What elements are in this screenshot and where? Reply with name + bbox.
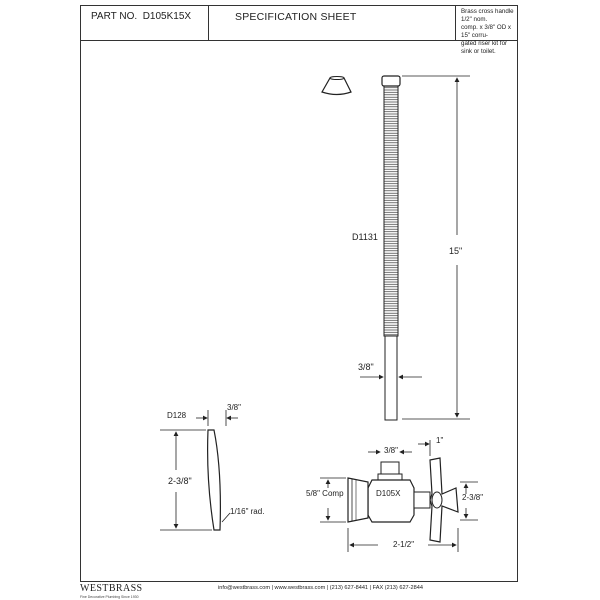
description-line: Brass cross handle 1/2" nom. [461,8,514,23]
flange-height-label: 2-3/8" [168,476,192,486]
riser-tube-drawing [381,75,401,421]
part-number-label: PART NO. [91,11,138,22]
riser-length-label: 15" [449,246,463,256]
flange-part-label: D128 [167,411,187,420]
part-number-value: D105K15X [142,11,192,22]
spec-sheet-header: PART NO. D105K15X SPECIFICATION SHEET Br… [80,5,518,55]
brand-tagline: Fine Decorative Plumbing Since 1930 [80,595,139,599]
valve-inlet-label: 5/8" Comp [306,489,344,498]
flange-depth-label: 3/8" [227,403,241,412]
valve-height-label: 2-3/8" [462,493,484,502]
description-line: comp. x 3/8" OD x 15" corru- [461,24,511,39]
flange-drawing [207,429,221,531]
angle-valve-drawing [347,457,459,543]
brand-logo: WESTBRASS [80,583,143,594]
valve-part-label: D105X [376,489,401,498]
riser-part-label: D1131 [352,232,378,242]
drawing-frame [80,40,518,582]
valve-outlet-label: 3/8" [384,446,398,455]
flange-radius-label: 1/16" rad. [230,507,265,516]
sheet-title: SPECIFICATION SHEET [209,6,456,40]
part-number-cell: PART NO. D105K15X [81,6,209,40]
valve-handle-offset-label: 1" [436,436,444,445]
valve-width-label: 2-1/2" [393,540,415,549]
cone-washer-drawing [321,77,352,96]
footer: WESTBRASS Fine Decorative Plumbing Since… [80,583,518,600]
description-line: gated riser kit for sink or toilet. [461,40,508,55]
product-description: Brass cross handle 1/2" nom. comp. x 3/8… [457,8,519,56]
contact-info: info@westbrass.com | www.westbrass.com |… [218,585,423,591]
riser-diameter-label: 3/8" [358,362,374,372]
